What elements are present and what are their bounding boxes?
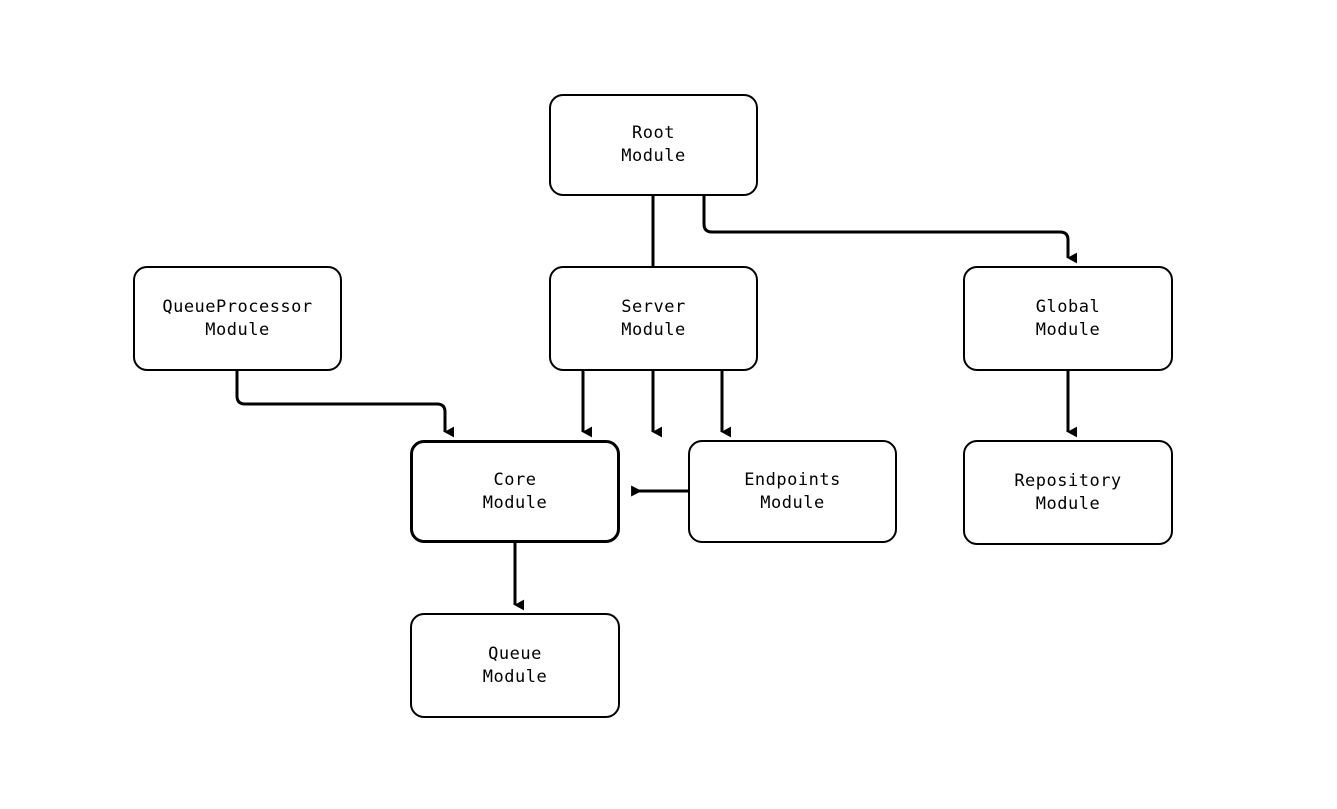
node-label-primary: Server — [621, 296, 686, 317]
node-global-module[interactable]: Global Module — [963, 266, 1173, 371]
node-endpoints-module[interactable]: Endpoints Module — [688, 440, 897, 543]
node-label-secondary: Module — [482, 492, 548, 513]
node-label-secondary: Module — [205, 319, 270, 340]
node-label-primary: Core — [493, 469, 537, 490]
node-core-module[interactable]: Core Module — [410, 440, 620, 543]
node-repository-module[interactable]: Repository Module — [963, 440, 1173, 545]
node-root-module[interactable]: Root Module — [549, 94, 758, 196]
node-label-primary: QueueProcessor — [162, 296, 313, 317]
edge-queueprocessor-core — [235, 371, 455, 438]
node-queueprocessor-module[interactable]: QueueProcessor Module — [133, 266, 342, 371]
edge-root-global — [702, 196, 1078, 264]
node-label-secondary: Module — [621, 146, 686, 166]
node-label-primary: Global — [1035, 296, 1101, 317]
node-queue-module[interactable]: Queue Module — [410, 613, 620, 718]
node-label-secondary: Module — [621, 319, 686, 340]
node-label-primary: Root — [632, 123, 675, 143]
node-label-secondary: Module — [1035, 493, 1101, 514]
node-label-primary: Repository — [1014, 470, 1122, 491]
node-label-secondary: Module — [760, 492, 825, 513]
node-label-secondary: Module — [1035, 319, 1101, 340]
node-label-primary: Endpoints — [744, 469, 841, 490]
node-server-module[interactable]: Server Module — [549, 266, 758, 371]
node-label-primary: Queue — [488, 643, 542, 664]
node-label-secondary: Module — [482, 666, 548, 687]
